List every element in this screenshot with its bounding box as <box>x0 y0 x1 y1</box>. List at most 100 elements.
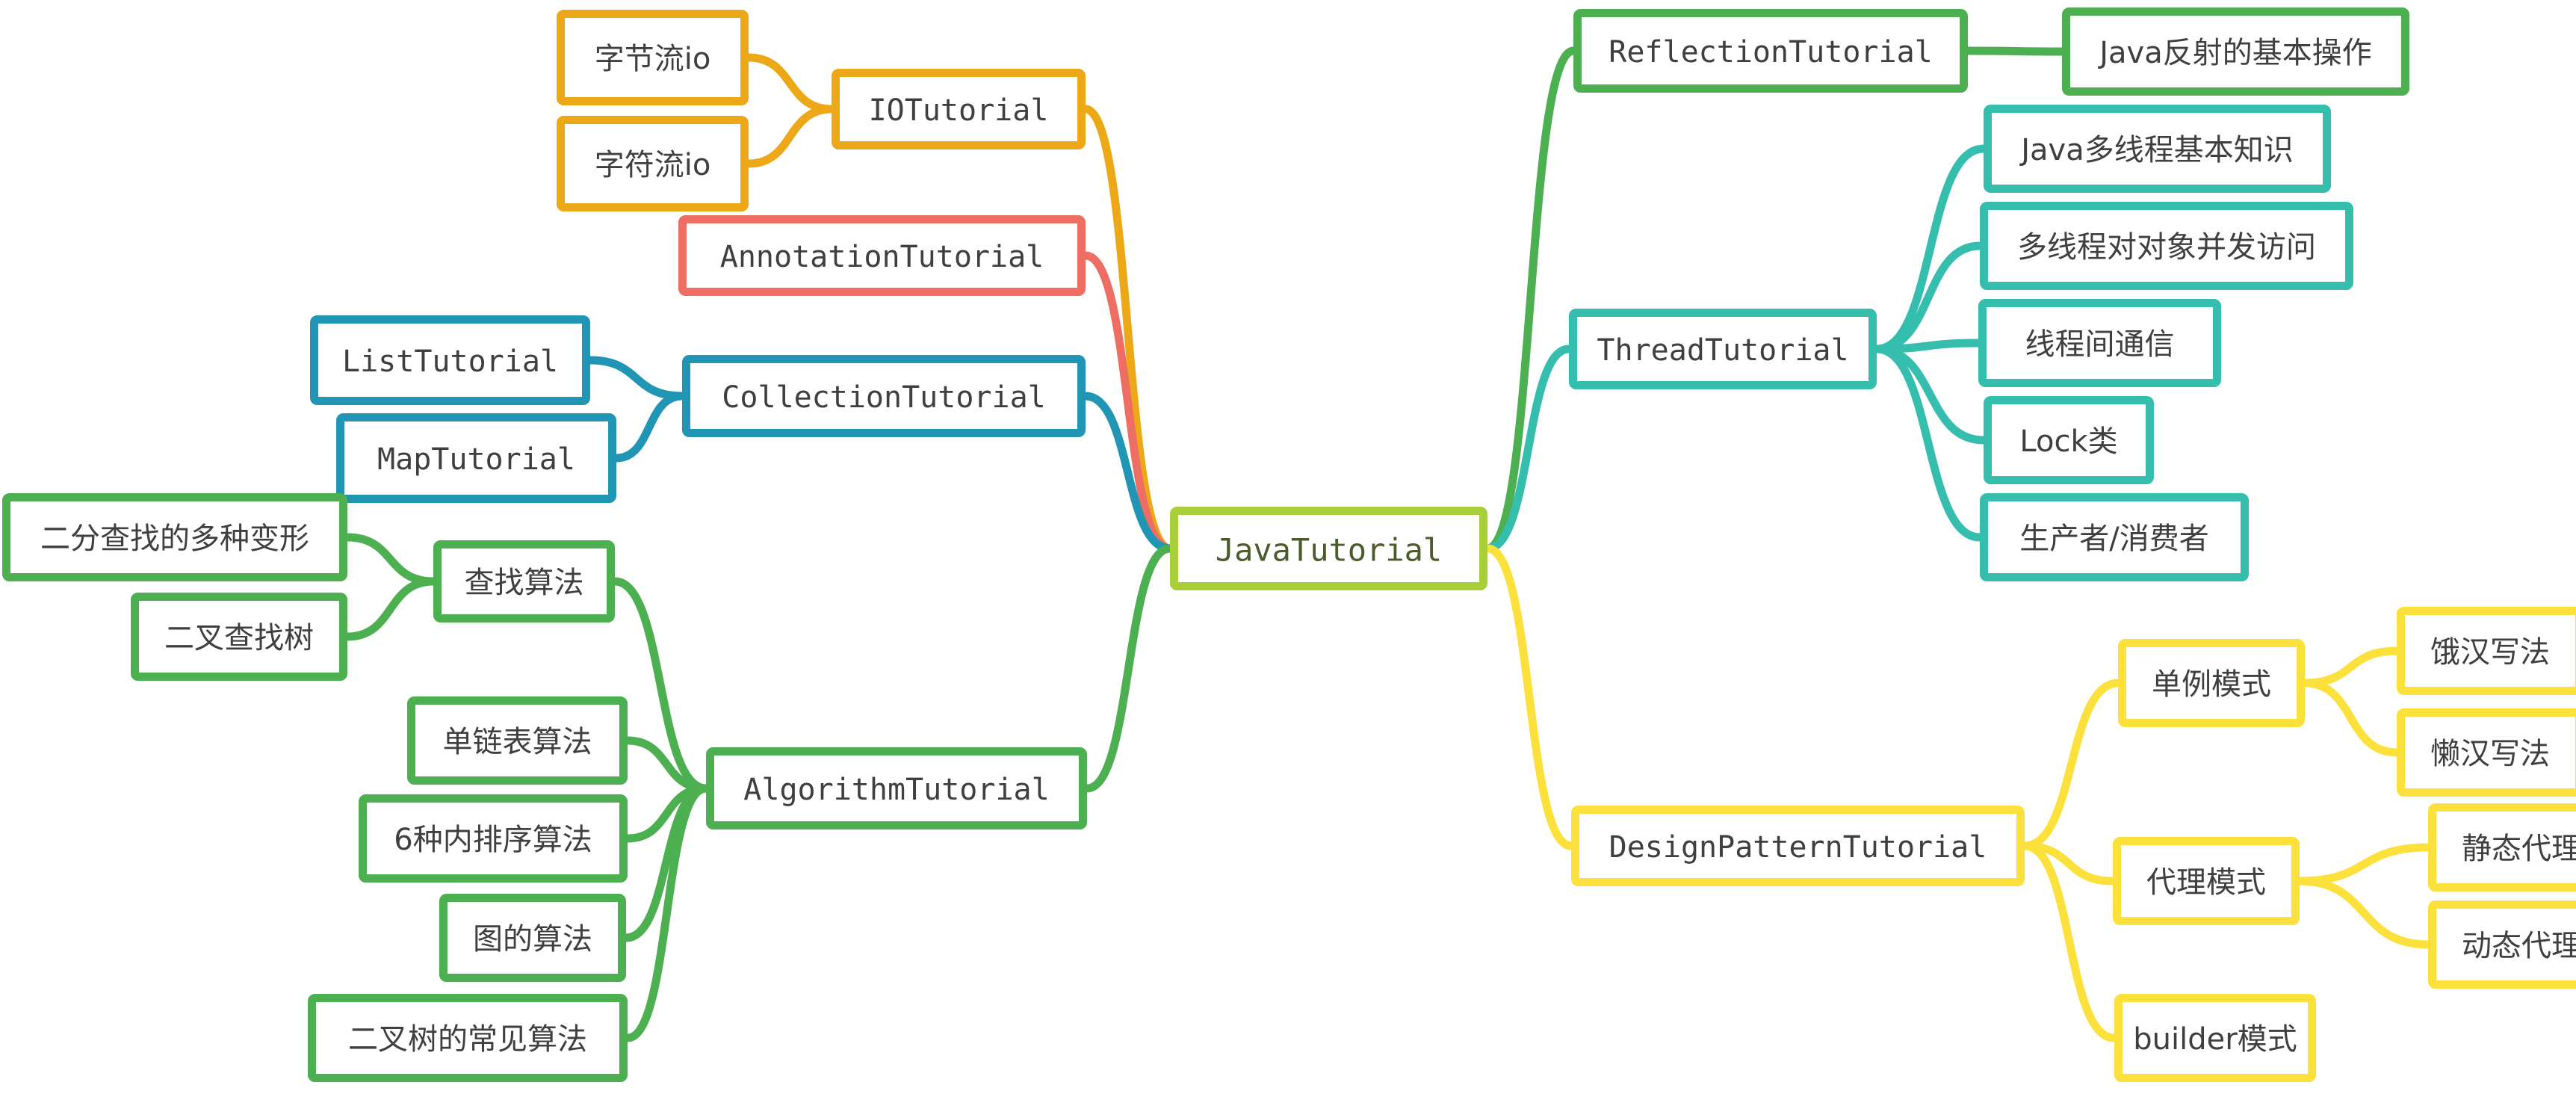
node-algorithm-tutorial[interactable]: AlgorithmTutorial <box>706 747 1087 829</box>
node-box <box>2114 994 2316 1082</box>
edge-binary_search_tree-to-search_algo <box>343 577 438 641</box>
node-thread-tutorial[interactable]: ThreadTutorial <box>1569 309 1877 389</box>
node-io-byte[interactable]: 字节流io <box>557 10 749 105</box>
node-label: 懒汉写法 <box>2430 737 2550 771</box>
node-proxy-pattern[interactable]: 代理模式 <box>2113 837 2300 925</box>
node-label: 二叉树的常见算法 <box>348 1022 587 1057</box>
node-box <box>2428 900 2576 989</box>
node-producer-consumer[interactable]: 生产者/消费者 <box>1980 493 2249 581</box>
node-box <box>1978 299 2221 387</box>
node-box <box>2397 607 2576 695</box>
node-box <box>1569 309 1877 389</box>
node-box <box>832 69 1086 149</box>
node-label: ListTutorial <box>342 344 558 379</box>
edge-annotation_tutorial-to-root <box>1081 251 1174 553</box>
node-box <box>2118 639 2305 727</box>
node-label: 二分查找的多种变形 <box>40 522 309 556</box>
node-box <box>557 10 749 105</box>
node-box <box>433 540 615 622</box>
node-search-algo[interactable]: 查找算法 <box>433 540 615 622</box>
node-graph-algo[interactable]: 图的算法 <box>439 894 626 982</box>
node-box <box>1571 806 2025 886</box>
edge-collection_tutorial-to-root <box>1081 392 1174 553</box>
node-root[interactable]: JavaTutorial <box>1170 507 1487 590</box>
edge-thread_tutorial-to-lock_class <box>1872 344 1988 445</box>
node-label: Java多线程基本知识 <box>2019 133 2294 167</box>
node-box <box>310 315 590 405</box>
node-lock-class[interactable]: Lock类 <box>1984 396 2154 484</box>
node-label: 字节流io <box>595 42 711 76</box>
node-label: AnnotationTutorial <box>720 240 1044 274</box>
node-label: 多线程对对象并发访问 <box>2017 230 2316 265</box>
node-label: 单链表算法 <box>443 725 592 759</box>
node-label: 图的算法 <box>473 922 592 957</box>
node-label: 单例模式 <box>2152 667 2271 702</box>
node-binary-search-variants[interactable]: 二分查找的多种变形 <box>2 493 347 581</box>
node-thread-basics[interactable]: Java多线程基本知识 <box>1984 105 2331 193</box>
node-label: 静态代理 <box>2462 832 2576 866</box>
node-label: 生产者/消费者 <box>2019 522 2208 556</box>
node-reflection-basics[interactable]: Java反射的基本操作 <box>2062 7 2409 96</box>
node-thread-communication[interactable]: 线程间通信 <box>1978 299 2221 387</box>
node-binary-tree-algo[interactable]: 二叉树的常见算法 <box>308 994 628 1082</box>
edge-root-to-reflection_tutorial <box>1483 46 1578 553</box>
node-box <box>439 894 626 982</box>
node-lazy-singleton[interactable]: 懒汉写法 <box>2397 708 2576 797</box>
edges-layer <box>343 46 2433 1042</box>
node-reflection-tutorial[interactable]: ReflectionTutorial <box>1573 9 1968 93</box>
edge-thread_tutorial-to-thread_concurrent_access <box>1872 241 1984 353</box>
node-box <box>682 355 1086 437</box>
node-design-pattern-tutorial[interactable]: DesignPatternTutorial <box>1571 806 2025 886</box>
node-label: Java反射的基本操作 <box>2097 36 2372 70</box>
edge-root-to-design_pattern_tutorial <box>1483 544 1576 850</box>
edge-design_pattern_tutorial-to-proxy_pattern <box>2020 841 2117 886</box>
edge-proxy_pattern-to-dynamic_proxy <box>2295 877 2433 949</box>
node-builder-pattern[interactable]: builder模式 <box>2114 994 2316 1082</box>
node-box <box>1170 507 1487 590</box>
node-box <box>678 215 1086 296</box>
edge-binary_tree_algo-to-algorithm_tutorial <box>623 784 710 1042</box>
node-box <box>1980 493 2249 581</box>
node-io-tutorial[interactable]: IOTutorial <box>832 69 1086 149</box>
node-box <box>2113 837 2300 925</box>
node-box <box>1984 396 2154 484</box>
node-singleton-pattern[interactable]: 单例模式 <box>2118 639 2305 727</box>
node-label: DesignPatternTutorial <box>1609 830 1987 865</box>
node-six-sort-algo[interactable]: 6种内排序算法 <box>359 794 628 883</box>
node-collection-tutorial[interactable]: CollectionTutorial <box>682 355 1086 437</box>
node-linked-list-algo[interactable]: 单链表算法 <box>407 696 628 785</box>
node-label: ThreadTutorial <box>1597 333 1848 368</box>
node-map-tutorial[interactable]: MapTutorial <box>336 413 616 503</box>
node-label: MapTutorial <box>377 442 575 477</box>
node-box <box>131 593 347 681</box>
node-box <box>1984 105 2331 193</box>
node-label: 代理模式 <box>2146 865 2266 900</box>
edge-list_tutorial-to-collection_tutorial <box>586 356 687 401</box>
edge-reflection_tutorial-to-reflection_basics <box>1963 46 2066 56</box>
edge-map_tutorial-to-collection_tutorial <box>612 392 687 463</box>
edge-design_pattern_tutorial-to-singleton_pattern <box>2020 679 2123 850</box>
node-box <box>336 413 616 503</box>
edge-binary_search_variants-to-search_algo <box>343 533 438 586</box>
node-label: 动态代理 <box>2462 929 2576 963</box>
node-box <box>2062 7 2409 96</box>
node-annotation-tutorial[interactable]: AnnotationTutorial <box>678 215 1086 296</box>
node-binary-search-tree[interactable]: 二叉查找树 <box>131 593 347 681</box>
node-box <box>2428 803 2576 892</box>
node-static-proxy[interactable]: 静态代理 <box>2428 803 2576 892</box>
node-label: IOTutorial <box>869 93 1049 128</box>
edge-design_pattern_tutorial-to-builder_pattern <box>2020 841 2119 1042</box>
node-box <box>2397 708 2576 797</box>
edge-io_char-to-io_tutorial <box>744 105 836 168</box>
edge-search_algo-to-algorithm_tutorial <box>610 577 710 793</box>
edge-io_byte-to-io_tutorial <box>744 53 836 114</box>
node-dynamic-proxy[interactable]: 动态代理 <box>2428 900 2576 989</box>
node-io-char[interactable]: 字符流io <box>557 116 749 211</box>
node-box <box>706 747 1087 829</box>
node-list-tutorial[interactable]: ListTutorial <box>310 315 590 405</box>
node-label: JavaTutorial <box>1216 532 1442 569</box>
node-thread-concurrent-access[interactable]: 多线程对对象并发访问 <box>1980 202 2353 290</box>
node-box <box>308 994 628 1082</box>
node-eager-singleton[interactable]: 饿汉写法 <box>2397 607 2576 695</box>
edge-thread_tutorial-to-producer_consumer <box>1872 344 1984 542</box>
